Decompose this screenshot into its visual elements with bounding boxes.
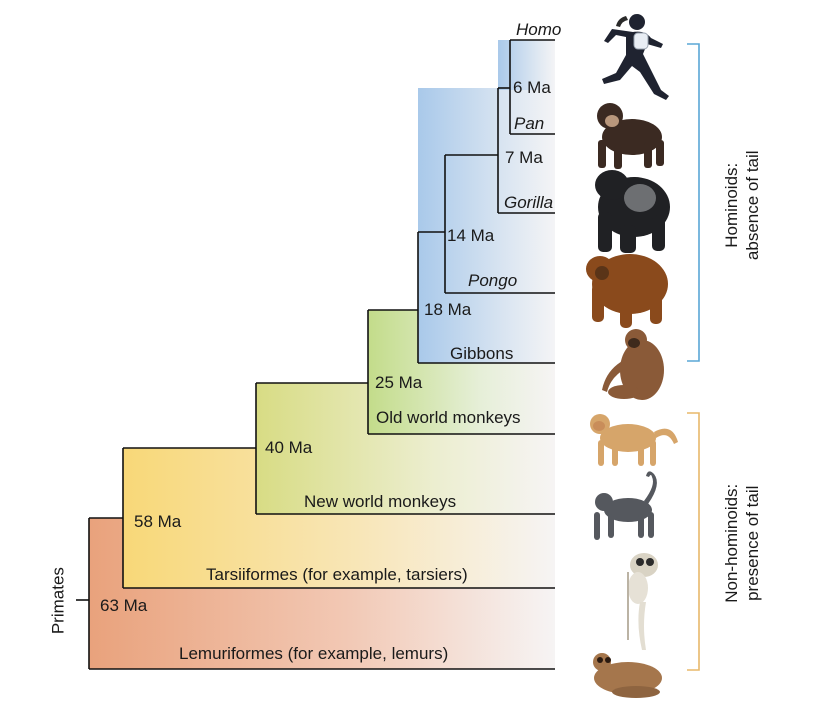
hominoids-label-line1: Hominoids: [721,162,741,248]
root-label-primates: Primates [48,567,68,635]
divergence-time-6ma: 6 Ma [513,78,551,97]
old-world-monkey-icon [590,414,678,466]
divergence-time-7ma: 7 Ma [505,148,543,167]
gibbon-icon [602,329,664,400]
clade-label-pongo: Pongo [468,271,518,290]
orangutan-icon [586,254,668,328]
non-hominoids-bracket [687,412,700,671]
divergence-time-14ma: 14 Ma [447,226,495,245]
human-runner-icon [602,14,669,100]
gorilla-icon [595,170,670,253]
lemur-icon [593,653,662,698]
tree-branches [76,39,555,670]
non-hominoids-label-line1: Non-hominoids: [721,483,741,603]
clade-label-homo: Homo [516,20,562,39]
divergence-time-18ma: 18 Ma [424,300,472,319]
clade-label-gorilla: Gorilla [504,193,554,212]
hominoids-bracket [687,43,700,362]
clade-label-gibbons: Gibbons [450,344,514,363]
new-world-monkey-icon [594,471,657,540]
clade-label-lemuriformes: Lemuriformes (for example, lemurs) [179,644,449,663]
divergence-time-58ma: 58 Ma [134,512,182,531]
clade-label-old-world-monkeys: Old world monkeys [376,408,521,427]
hominoids-group-label: Hominoids: absence of tail [721,110,764,300]
non-hominoids-group-label: Non-hominoids: presence of tail [721,438,764,648]
tarsier-icon [627,553,658,650]
hominoids-label-line2: absence of tail [743,150,762,261]
divergence-time-40ma: 40 Ma [265,438,313,457]
homo-pan-region [498,40,555,90]
divergence-time-25ma: 25 Ma [375,373,423,392]
divergence-time-63ma: 63 Ma [100,596,148,615]
clade-label-pan: Pan [514,114,545,133]
non-hominoids-label-line2: presence of tail [743,485,762,601]
clade-label-tarsiiformes: Tarsiiformes (for example, tarsiers) [206,565,468,584]
chimpanzee-icon [597,103,664,169]
clade-label-new-world-monkeys: New world monkeys [304,492,457,511]
